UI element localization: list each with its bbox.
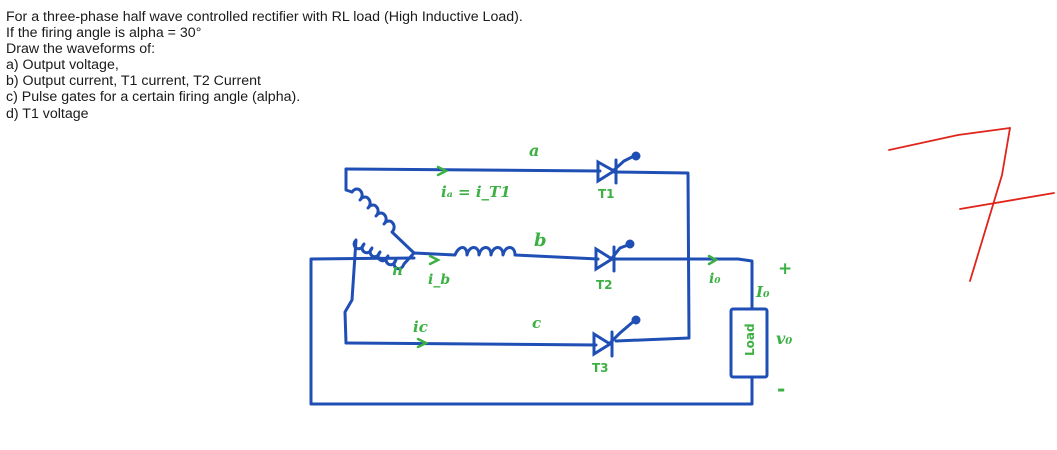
thyristor-2-cathode: [612, 257, 754, 311]
phase-b-label: b: [534, 230, 547, 251]
load-label: Load: [743, 323, 757, 356]
output-current-label: i₀: [709, 271, 720, 287]
phase-a-winding: [350, 187, 416, 255]
thyristor-t3: [592, 315, 641, 358]
circuit-wiring: [309, 167, 769, 406]
current-arrows: [416, 165, 719, 349]
plus-sign: +: [778, 259, 792, 279]
current-b-label: i_b: [428, 272, 450, 288]
phase-a-line: [344, 167, 354, 194]
question-line-4: a) Output voltage,: [6, 57, 119, 74]
return-wire: [309, 256, 754, 406]
thyristor-t2: [594, 239, 635, 273]
thyristor-3-label: T3: [592, 361, 609, 375]
phase-c-wire: [344, 341, 598, 347]
load-box: [729, 307, 769, 379]
output-voltage-label: v₀: [776, 329, 792, 348]
question-line-7: d) T1 voltage: [6, 105, 89, 122]
thyristor-2-label: T2: [596, 278, 613, 292]
load-current-label: I₀: [755, 283, 770, 301]
phase-a-label: a: [529, 141, 539, 160]
question-line-5: b) Output current, T1 current, T2 Curren…: [6, 73, 261, 90]
question-line-2: If the firing angle is alpha = 30°: [6, 25, 202, 42]
question-line-6: c) Pulse gates for a certain firing angl…: [6, 89, 301, 106]
neutral-label: n: [392, 261, 403, 279]
phase-a-wire: [344, 167, 602, 173]
minus-sign: -: [777, 377, 785, 401]
thyristor-1-cathode: [612, 170, 691, 343]
current-c-label: ic: [413, 318, 428, 336]
thyristor-t1: [596, 151, 641, 185]
grade-mark-seven: [888, 127, 1055, 282]
question-line-1: For a three-phase half wave controlled r…: [6, 9, 523, 25]
phase-c-label: c: [532, 314, 541, 332]
question-line-3: Draw the waveforms of:: [6, 41, 156, 58]
current-a-label: iₐ = i_T1: [441, 183, 511, 201]
thyristor-1-label: T1: [598, 187, 615, 201]
phase-b-winding: [412, 246, 600, 261]
question-text: For a three-phase half wave controlled r…: [6, 9, 523, 122]
phase-c-winding: [343, 238, 416, 345]
